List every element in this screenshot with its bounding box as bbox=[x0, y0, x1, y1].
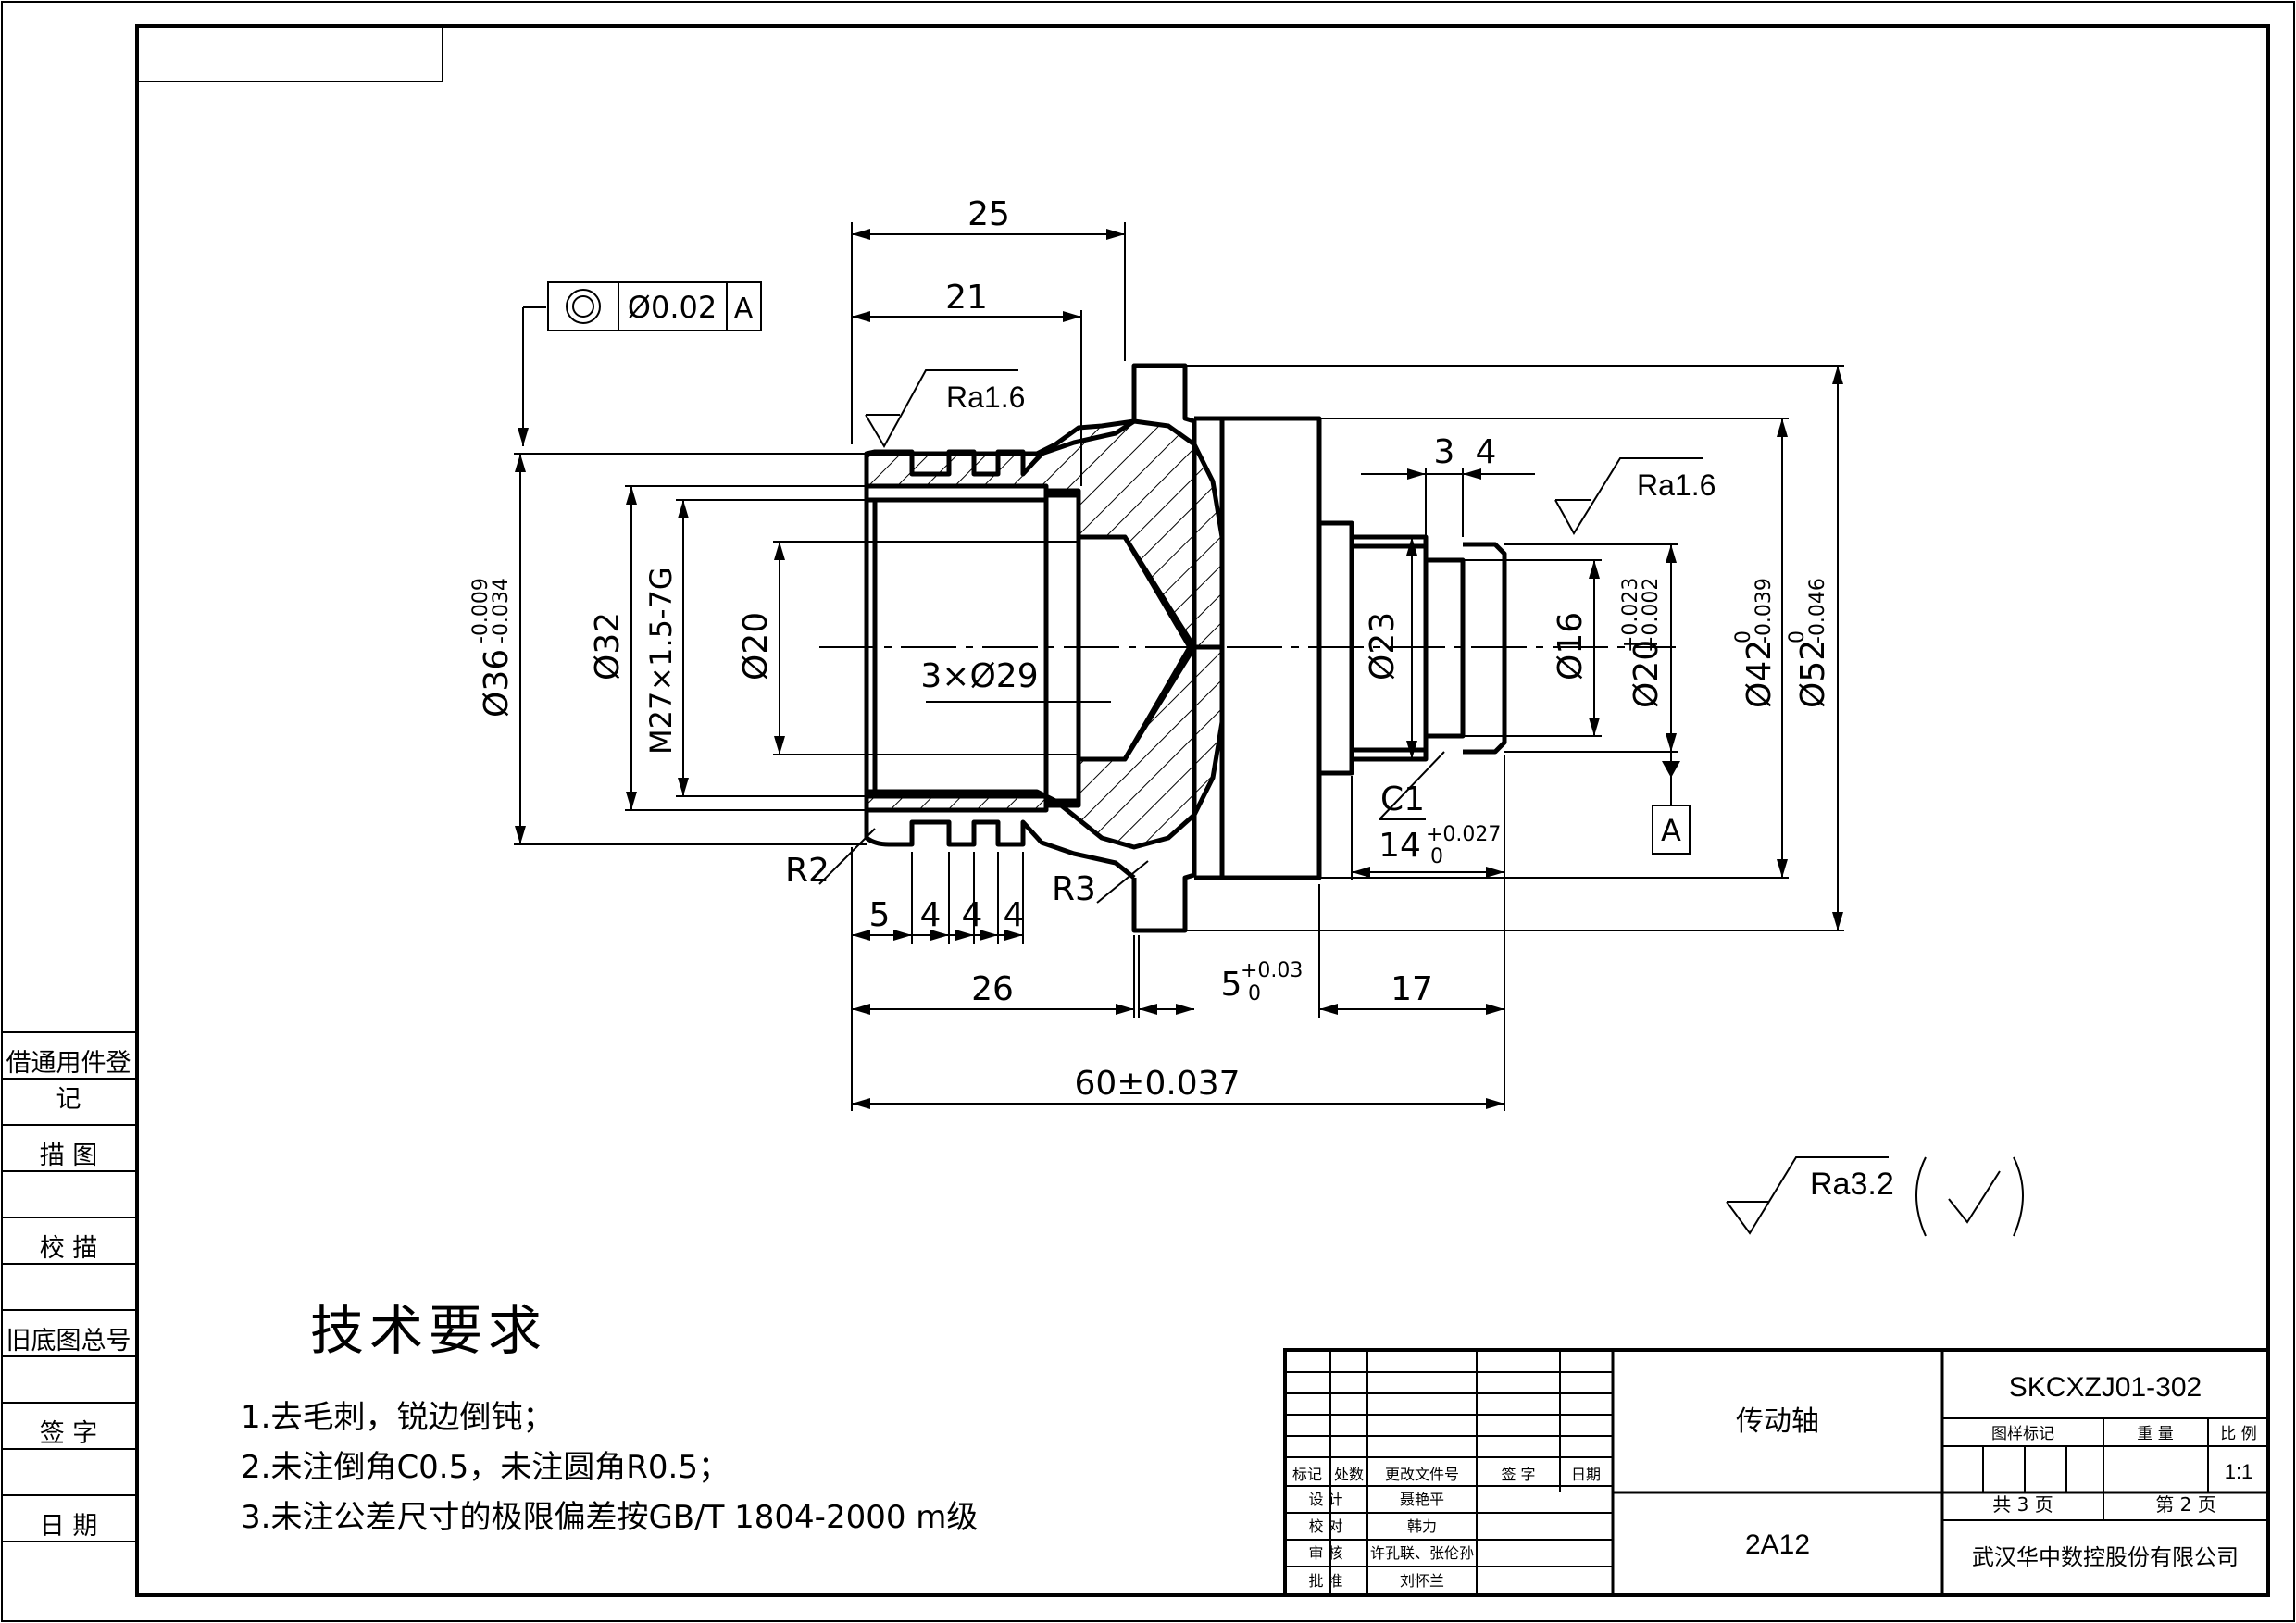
technical-requirements: 技术要求 1.去毛刺，锐边倒钝； 2.未注倒角C0.5，未注圆角R0.5； 3.… bbox=[241, 1287, 1074, 1542]
dim-phi52-up: 0 bbox=[1786, 630, 1809, 643]
tb-name-review: 许孔联、张伦孙 bbox=[1370, 1544, 1474, 1562]
company-name: 武汉华中数控股份有限公司 bbox=[1972, 1544, 2239, 1570]
dim-14-low: 0 bbox=[1430, 845, 1443, 868]
tb-role-approve: 批 准 bbox=[1308, 1572, 1342, 1590]
gdt-frame bbox=[547, 281, 762, 331]
dim-21: 21 bbox=[945, 279, 988, 317]
dim-26: 26 bbox=[971, 970, 1014, 1008]
dim-phi36-low: -0.034 bbox=[490, 578, 513, 643]
roughness-general: Ra3.2 bbox=[1810, 1167, 1894, 1202]
tb-role-check: 校 对 bbox=[1308, 1517, 1342, 1535]
scale-value: 1:1 bbox=[2225, 1460, 2253, 1483]
dim-r3: R3 bbox=[1052, 870, 1096, 908]
tb-label-weight: 重 量 bbox=[2137, 1425, 2173, 1443]
gdt-datum: A bbox=[734, 293, 754, 325]
tech-req-item: 3.未注公差尺寸的极限偏差按GB/T 1804-2000 m级 bbox=[241, 1499, 979, 1536]
roughness-symbols bbox=[865, 369, 2024, 1237]
dim-5-tol-up: +0.03 bbox=[1241, 959, 1303, 982]
dim-4d: 4 bbox=[1476, 433, 1497, 471]
tb-label-pattern: 图样标记 bbox=[1991, 1425, 2054, 1443]
dim-25: 25 bbox=[967, 195, 1010, 233]
side-label-old-number: 旧底图总号 bbox=[6, 1327, 131, 1355]
datum-triangle bbox=[1662, 761, 1680, 778]
dim-phi42-up: 0 bbox=[1732, 630, 1755, 643]
dim-5-tol-low: 0 bbox=[1248, 982, 1261, 1005]
dim-5: 5 bbox=[869, 896, 891, 934]
tech-req-item: 2.未注倒角C0.5，未注圆角R0.5； bbox=[241, 1449, 730, 1486]
dim-phi16: Ø16 bbox=[1552, 612, 1590, 680]
dim-60: 60±0.037 bbox=[1074, 1065, 1240, 1103]
roughness-right: Ra1.6 bbox=[1637, 468, 1716, 502]
side-label-register: 借通用件登记 bbox=[6, 1049, 131, 1114]
tb-header-file: 更改文件号 bbox=[1385, 1466, 1459, 1483]
tb-label-scale: 比 例 bbox=[2220, 1425, 2256, 1443]
dim-phi20: Ø20 bbox=[737, 612, 775, 680]
part-section bbox=[864, 363, 1507, 933]
dim-phi23: Ø23 bbox=[1364, 612, 1402, 680]
dim-4a: 4 bbox=[920, 896, 942, 934]
dim-phi32: Ø32 bbox=[589, 612, 627, 680]
tb-name-approve: 刘怀兰 bbox=[1400, 1572, 1444, 1590]
drawing-frame bbox=[135, 24, 2270, 1597]
dim-holes: 3×Ø29 bbox=[920, 657, 1038, 695]
dim-phi36-up: -0.009 bbox=[469, 578, 493, 643]
tb-role-review: 审 核 bbox=[1308, 1544, 1342, 1562]
dim-14-up: +0.027 bbox=[1426, 823, 1501, 846]
title-block bbox=[1283, 1348, 2270, 1597]
side-label-date: 日 期 bbox=[39, 1512, 98, 1541]
datum-a-box bbox=[1652, 805, 1691, 855]
tb-header-sign: 签 字 bbox=[1501, 1466, 1535, 1483]
dim-5-tol: 5 bbox=[1221, 966, 1242, 1004]
title-block-texts: 标记 处数 更改文件号 签 字 日期 设 计 聂艳平 校 对 韩力 审 核 许孔… bbox=[1292, 1372, 2257, 1590]
sheets-total: 共 3 页 bbox=[1992, 1493, 2053, 1516]
tb-role-design: 设 计 bbox=[1308, 1491, 1342, 1508]
tech-req-title: 技术要求 bbox=[310, 1299, 548, 1362]
datum-a-label: A bbox=[1661, 813, 1681, 848]
sheet-number: 第 2 页 bbox=[2155, 1493, 2215, 1516]
tb-name-design: 聂艳平 bbox=[1400, 1491, 1444, 1508]
gdt-tolerance: Ø0.02 bbox=[628, 290, 717, 325]
tb-header-count: 处数 bbox=[1334, 1466, 1364, 1483]
dim-c1: C1 bbox=[1380, 780, 1425, 818]
dim-17: 17 bbox=[1391, 970, 1433, 1008]
dim-phi20b-up: +0.023 bbox=[1619, 578, 1642, 653]
dim-phi52-low: -0.046 bbox=[1806, 578, 1829, 643]
side-panel bbox=[2, 1031, 137, 1542]
dim-phi36: Ø36 bbox=[478, 649, 516, 718]
drawing-number-box bbox=[136, 25, 443, 82]
side-label-tracing: 描 图 bbox=[39, 1142, 98, 1170]
dim-phi52: Ø52 bbox=[1794, 640, 1832, 708]
side-label-trace-check: 校 描 bbox=[39, 1234, 98, 1263]
side-label-signature: 签 字 bbox=[39, 1419, 98, 1448]
drawing-number: SKCXZJ01-302 bbox=[2009, 1372, 2202, 1403]
material: 2A12 bbox=[1745, 1529, 1810, 1560]
dim-thread: M27×1.5-7G bbox=[643, 567, 679, 755]
tb-header-date: 日期 bbox=[1571, 1466, 1601, 1483]
dim-4b: 4 bbox=[962, 896, 983, 934]
roughness-left: Ra1.6 bbox=[946, 381, 1025, 414]
dim-14: 14 bbox=[1379, 827, 1421, 865]
dim-3: 3 bbox=[1434, 433, 1455, 471]
dim-phi20b-low: +0.002 bbox=[1640, 578, 1663, 653]
tech-req-item: 1.去毛刺，锐边倒钝； bbox=[241, 1399, 555, 1436]
tb-name-check: 韩力 bbox=[1407, 1517, 1437, 1535]
dim-phi20b: Ø20 bbox=[1628, 640, 1666, 708]
part-name: 传动轴 bbox=[1736, 1405, 1819, 1438]
tb-header-mark: 标记 bbox=[1292, 1466, 1322, 1483]
dimension-texts: 25 21 5 4 4 4 26 5 +0.03 0 17 60±0.037 3… bbox=[469, 195, 1832, 1103]
dim-4c: 4 bbox=[1004, 896, 1025, 934]
dim-r2: R2 bbox=[785, 852, 830, 890]
dimension-lines bbox=[514, 222, 1844, 1111]
dim-phi42: Ø42 bbox=[1741, 640, 1778, 708]
dim-phi42-low: -0.039 bbox=[1753, 578, 1776, 643]
